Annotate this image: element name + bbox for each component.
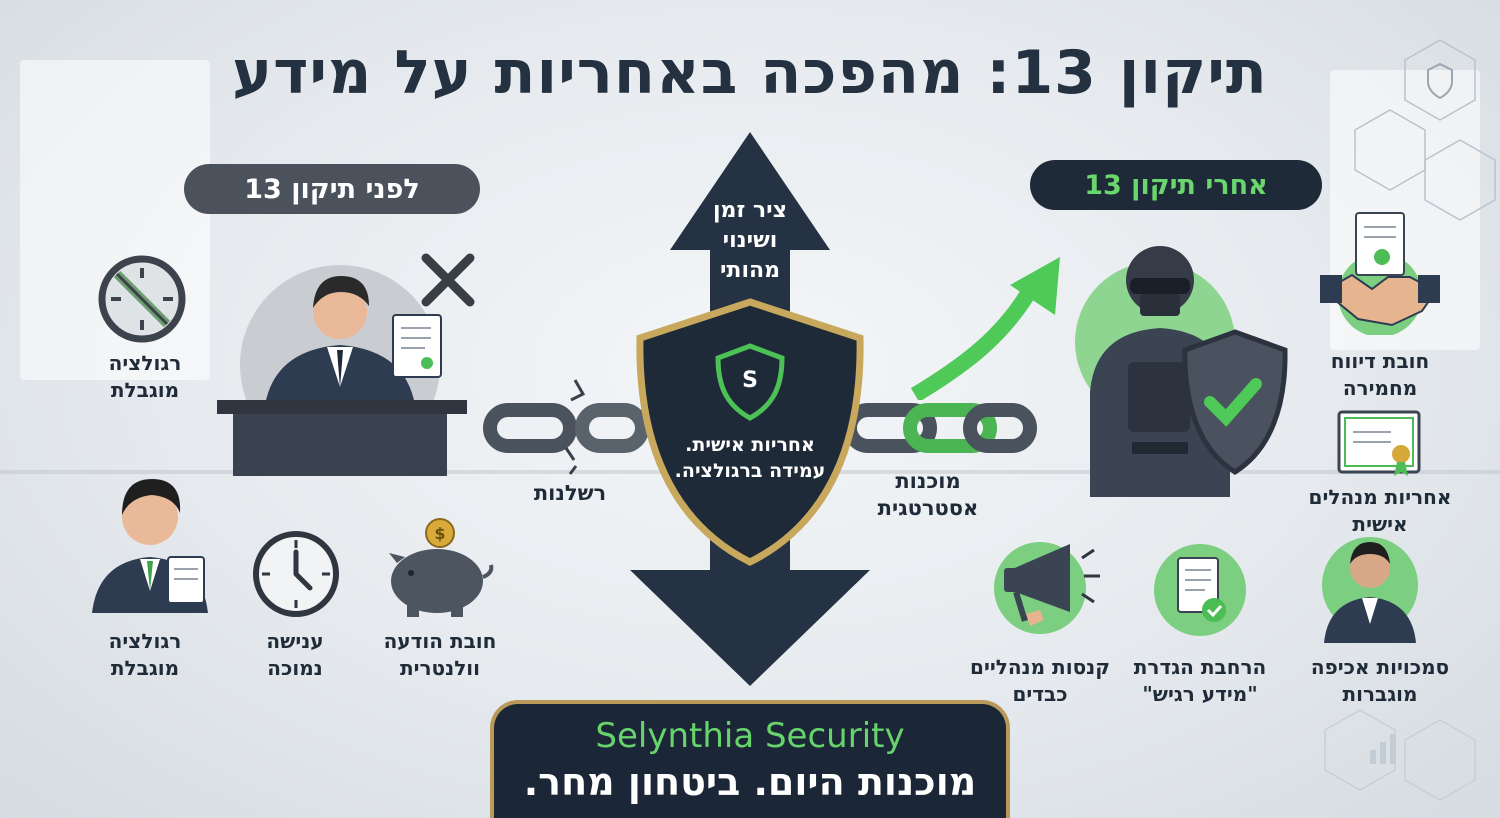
before-item-label: ענישה נמוכה [266, 629, 324, 680]
shield-logo: S [742, 368, 758, 393]
after-item-label: הרחבת הגדרת "מידע רגיש" [1133, 655, 1267, 706]
after-item-label: סמכויות אכיפה מוגברות [1310, 655, 1450, 706]
timeline-label: ציר זמן ושינוי מהותי [712, 198, 788, 283]
after-item-label: חובת דיווח מחמירה [1330, 349, 1430, 400]
armored-guard-with-shield-icon [1075, 246, 1288, 497]
growth-arrow-icon [910, 257, 1060, 400]
hexagon-decoration [1354, 39, 1496, 221]
brand-name: Selynthia Security [595, 716, 905, 756]
megaphone-icon [994, 542, 1100, 634]
page-title: תיקון 13: מהפכה באחריות על מידע [232, 38, 1268, 108]
executive-icon [1322, 537, 1418, 643]
hexagon-decoration [1324, 709, 1476, 801]
after-item-label: קנסות מנהליים כבדים [970, 655, 1110, 706]
before-item-label: חובת הודעה וולנטרית [383, 629, 497, 680]
readiness-label: מוכנות אסטרטגית [877, 469, 979, 520]
clerk-with-document-icon [92, 479, 208, 613]
brand-tagline: מוכנות היום. ביטחון מחר. [523, 760, 977, 804]
handshake-document-icon [1320, 212, 1440, 335]
no-entry-icon [98, 255, 186, 343]
businessman-at-desk-icon [217, 265, 467, 476]
svg-text:$: $ [434, 524, 445, 543]
piggy-bank-icon: $ [389, 518, 494, 617]
clock-icon [253, 531, 339, 617]
x-mark-icon [421, 253, 475, 307]
after-item-label: אחריות מנהלים אישית [1308, 485, 1452, 536]
before-item-label: רגולציה מוגבלת [108, 351, 182, 402]
timeline-arrow [483, 132, 1037, 686]
shield-text: אחריות אישית. עמידה ברגולציה. [674, 434, 826, 482]
document-check-icon [1154, 544, 1246, 636]
before-item-label: רגולציה מוגבלת [108, 629, 182, 680]
after-header: אחרי תיקון 13 [1030, 160, 1322, 210]
certificate-icon [1337, 410, 1421, 476]
before-header: לפני תיקון 13 [184, 164, 480, 214]
negligence-label: רשלנות [533, 481, 607, 505]
brand-box [490, 700, 1010, 818]
shield-outline-icon [1427, 62, 1453, 100]
